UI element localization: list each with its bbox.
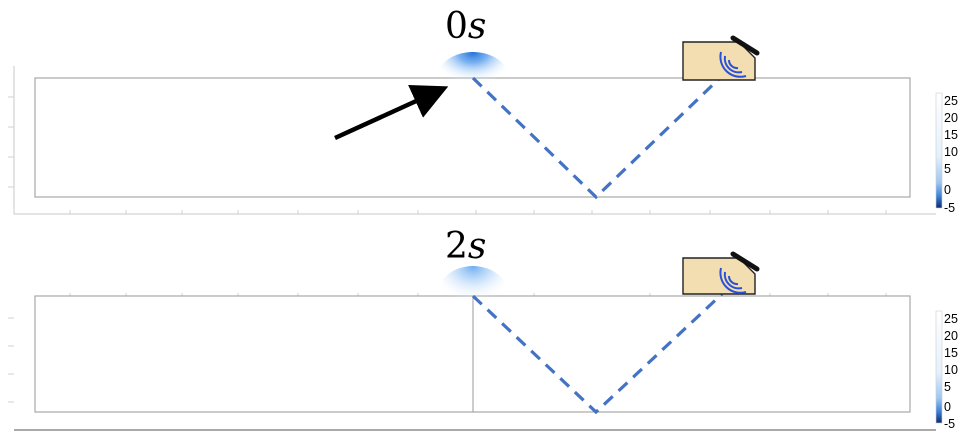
colorbar-tick: 0 [944, 400, 951, 414]
ultrasonic-beam-path [471, 74, 724, 200]
time-unit: s [467, 6, 487, 47]
colorbar-tick: 25 [944, 94, 958, 108]
colorbar-tick: 5 [944, 162, 951, 176]
time-unit: s [467, 226, 487, 267]
colorbar-tick: -5 [944, 201, 955, 215]
colorbar-tick: 15 [944, 346, 958, 360]
arrow-icon [334, 84, 449, 141]
ultrasonic-transducer-icon [682, 35, 760, 81]
panel-top: 25 20 15 10 5 0 -5 [8, 35, 958, 215]
colorbar-tick: 15 [944, 128, 958, 142]
ultrasonic-transducer-icon [682, 251, 760, 295]
colorbar-tick: 0 [944, 183, 951, 197]
ultrasonic-beam-path [471, 292, 724, 415]
colorbar-tick: 10 [944, 145, 958, 159]
colorbar-tick: -5 [944, 417, 955, 431]
plot-ticks [8, 96, 887, 214]
time-value: 0 [445, 6, 468, 47]
time-value: 2 [445, 226, 468, 267]
panel-bottom: 25 20 15 10 5 0 -5 [8, 251, 958, 431]
colorbar-tick: 25 [944, 312, 958, 326]
colorbar-top: 25 20 15 10 5 0 -5 [935, 92, 958, 215]
colorbar-tick: 10 [944, 363, 958, 377]
panel-title-2s: 2s [445, 226, 486, 267]
colorbar-tick: 5 [944, 380, 951, 394]
colorbar-tick: 20 [944, 329, 958, 343]
panel-title-0s: 0s [445, 6, 486, 47]
colorbar-bottom: 25 20 15 10 5 0 -5 [935, 310, 958, 431]
colorbar-tick: 20 [944, 111, 958, 125]
